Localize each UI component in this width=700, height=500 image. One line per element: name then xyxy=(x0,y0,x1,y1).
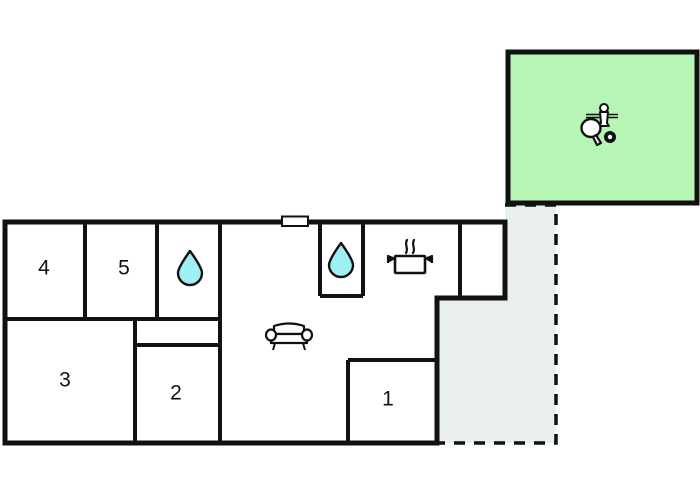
sofa-leg-right xyxy=(302,342,306,351)
door-opening[interactable] xyxy=(281,215,309,227)
game-room-icon xyxy=(580,103,618,147)
activity-room-shape xyxy=(505,49,700,206)
sofa-backrest xyxy=(272,322,306,336)
sofa-icon xyxy=(264,322,314,351)
ping-pong-paddle xyxy=(580,117,603,147)
water-drop-icon xyxy=(327,241,355,279)
room-label-1: 1 xyxy=(382,388,394,411)
water-drop-shape xyxy=(176,249,204,287)
figure-head xyxy=(599,103,609,113)
foosball-figure xyxy=(598,103,610,127)
figure-body xyxy=(598,111,610,127)
interior-walls xyxy=(5,222,462,443)
sofa-leg-left xyxy=(272,342,276,351)
room-label-2: 2 xyxy=(170,382,182,405)
paddle-head xyxy=(580,117,602,139)
ping-pong-ball-highlight xyxy=(607,134,613,140)
steam-right xyxy=(411,238,416,255)
pot-body xyxy=(393,254,427,275)
sofa-arm-right xyxy=(300,328,314,342)
house-footprint xyxy=(2,219,508,446)
pot-handle-right xyxy=(424,254,434,263)
steam-left xyxy=(404,238,409,255)
cooking-pot-icon xyxy=(386,238,434,275)
paddle-handle xyxy=(591,133,603,147)
room-label-5: 5 xyxy=(118,257,130,280)
water-drop-shape xyxy=(327,241,355,279)
water-drop-icon xyxy=(176,249,204,287)
door-opening-shape[interactable] xyxy=(281,215,309,227)
terrace-fill xyxy=(437,205,556,443)
activity-room xyxy=(505,49,700,206)
room-label-3: 3 xyxy=(59,369,71,392)
room-label-4: 4 xyxy=(38,257,50,280)
main-house-outline xyxy=(2,219,508,446)
pot-handle-left xyxy=(386,254,396,263)
sofa-arm-left xyxy=(264,328,278,342)
